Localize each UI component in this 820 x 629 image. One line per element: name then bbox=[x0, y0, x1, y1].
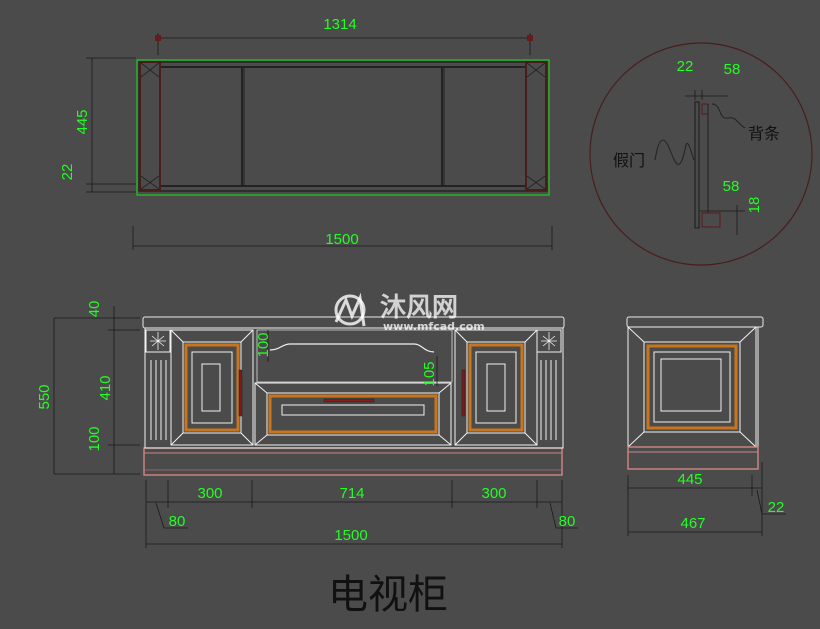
dim-base-height: 100 bbox=[86, 426, 103, 451]
center-arch bbox=[269, 343, 435, 353]
label-back-strip: 背条 bbox=[748, 124, 780, 143]
right-door-panel bbox=[486, 363, 506, 412]
drawer-panel bbox=[281, 404, 425, 416]
left-door-handle bbox=[238, 369, 243, 417]
detail-panel bbox=[694, 101, 700, 229]
top-view-right-post-marks bbox=[526, 62, 546, 190]
left-door-frame bbox=[170, 329, 254, 446]
dim-drawer-height: 105 bbox=[421, 361, 438, 386]
side-panel-trim bbox=[646, 344, 738, 430]
side-panel bbox=[660, 358, 722, 412]
detail-circle bbox=[589, 42, 813, 266]
dim-top-edge: 40 bbox=[86, 301, 103, 318]
left-pilaster-flutes bbox=[150, 360, 167, 440]
drawer-handle bbox=[323, 398, 375, 403]
top-view-left-post-marks bbox=[140, 62, 160, 190]
watermark: 沐风网 www.mfcad.com bbox=[334, 292, 485, 333]
false-door-leader bbox=[654, 139, 695, 165]
dim-opening-height: 100 bbox=[255, 332, 272, 357]
dim-top-width: 1314 bbox=[323, 16, 356, 33]
drawer-trim bbox=[268, 394, 438, 434]
detail-dim-side: 18 bbox=[746, 197, 763, 214]
right-door-handle bbox=[461, 369, 466, 417]
side-top-slab bbox=[626, 316, 764, 328]
label-false-door: 假门 bbox=[613, 151, 645, 170]
dim-right-width: 300 bbox=[481, 485, 506, 502]
detail-dim-mid: 58 bbox=[723, 178, 740, 195]
detail-dim-top-b: 58 bbox=[724, 61, 741, 78]
dim-left-pilaster: 80 bbox=[169, 513, 186, 530]
dim-left-width: 300 bbox=[197, 485, 222, 502]
dim-bottom-width: 1500 bbox=[325, 231, 358, 248]
top-view: 1314 1500 445 22 bbox=[59, 16, 553, 250]
detail-view: 22 58 58 18 背条 假门 bbox=[589, 42, 813, 266]
dim-right-pilaster: 80 bbox=[559, 513, 576, 530]
left-pilaster-carving bbox=[145, 329, 171, 353]
top-view-left-post bbox=[139, 61, 161, 191]
drawing-title: 电视柜 bbox=[328, 572, 448, 618]
front-body bbox=[144, 327, 564, 449]
dim-center-width: 714 bbox=[339, 485, 364, 502]
center-opening bbox=[256, 329, 453, 383]
top-view-body bbox=[138, 61, 548, 192]
front-view: 40 550 410 100 100 105 300 714 300 80 80… bbox=[36, 301, 578, 548]
top-view-outline bbox=[136, 59, 550, 196]
watermark-logo-icon bbox=[334, 292, 366, 327]
dim-side-depth: 445 bbox=[677, 471, 702, 488]
dim-side-overhang: 22 bbox=[768, 499, 785, 516]
dim-depth: 445 bbox=[74, 109, 91, 134]
side-view: 445 22 467 bbox=[626, 316, 786, 536]
dim-total-height: 550 bbox=[36, 384, 53, 409]
dim-back-strip: 22 bbox=[59, 164, 76, 181]
watermark-url: www.mfcad.com bbox=[383, 320, 485, 333]
watermark-brand: 沐风网 bbox=[380, 293, 458, 323]
detail-bottom-strip bbox=[701, 212, 721, 228]
side-base bbox=[627, 446, 759, 470]
right-door-frame bbox=[454, 329, 538, 446]
dim-body-height: 410 bbox=[97, 375, 114, 400]
left-door-panel bbox=[201, 363, 221, 412]
right-pilaster-flutes bbox=[540, 360, 557, 440]
detail-dim-top-a: 22 bbox=[677, 58, 694, 75]
top-view-right-post bbox=[525, 61, 547, 191]
back-strip-leader bbox=[711, 103, 746, 129]
dim-total-width: 1500 bbox=[334, 527, 367, 544]
left-door-trim bbox=[184, 343, 240, 432]
drawer-frame bbox=[254, 382, 452, 446]
front-base bbox=[143, 447, 563, 476]
dim-side-total-depth: 467 bbox=[680, 515, 705, 532]
right-door-trim bbox=[468, 343, 524, 432]
